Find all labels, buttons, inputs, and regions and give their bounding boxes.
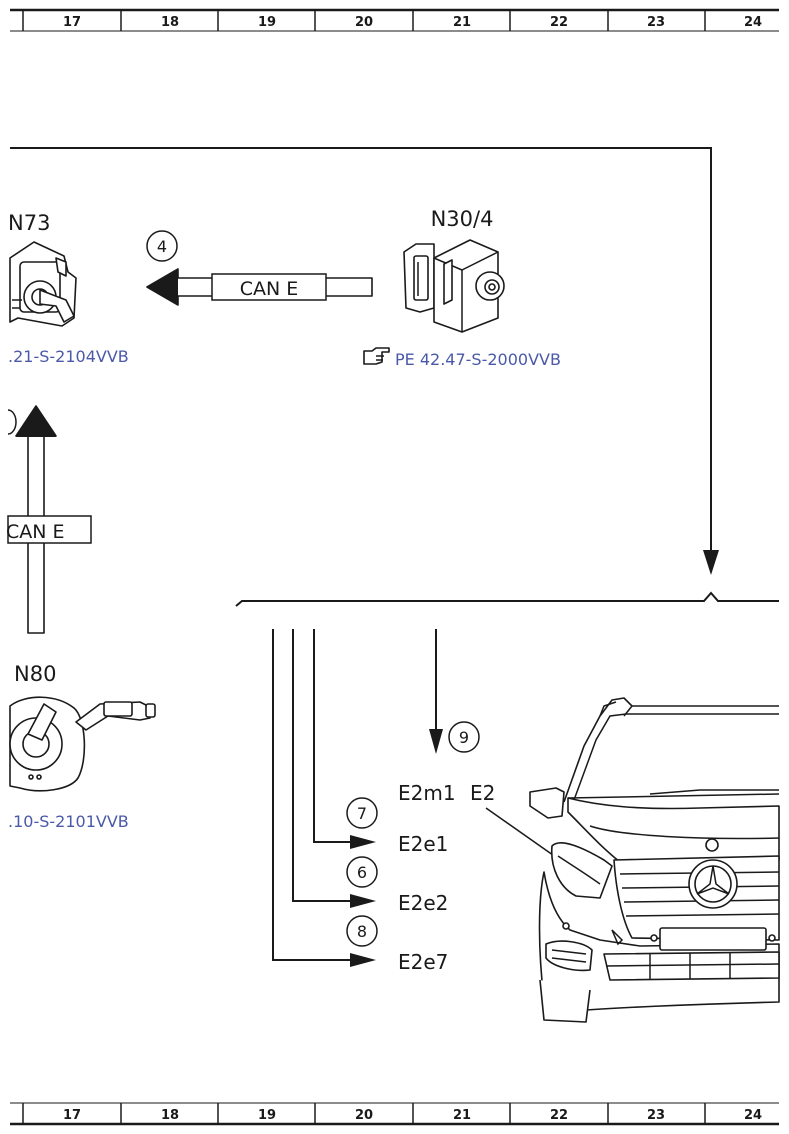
output-labels: E2m1 E2 E2e1 E2e2 E2e7 <box>398 781 561 974</box>
signal-6-number: 6 <box>357 863 367 882</box>
can-e-label-horizontal: CAN E <box>240 278 299 300</box>
e2e7-label: E2e7 <box>398 950 448 974</box>
grid-cell-24-bottom: 24 <box>744 1108 762 1123</box>
grid-cell-20-bottom: 20 <box>355 1108 373 1123</box>
signal-9-badge <box>448 721 480 753</box>
grid-cell-23: 23 <box>647 15 665 30</box>
signal-8-number: 8 <box>357 922 367 941</box>
signal-6-badge <box>346 856 378 888</box>
n73-reference[interactable]: .21-S-2104VVB <box>8 347 129 366</box>
signal-9-number: 9 <box>459 728 469 747</box>
n30-4-reference[interactable]: PE 42.47-S-2000VVB <box>395 350 561 369</box>
ignition-switch-icon <box>9 241 77 327</box>
grid-cell-17-bottom: 17 <box>63 1108 81 1123</box>
feed-line <box>10 147 719 575</box>
grid-cell-22: 22 <box>550 15 568 30</box>
grid-cell-23-bottom: 23 <box>647 1108 665 1123</box>
n80-reference[interactable]: .10-S-2101VVB <box>8 812 129 831</box>
top-grid-ruler: 17 18 19 20 21 22 23 24 <box>10 8 779 32</box>
n80-component: N80 .10-S-2101VVB <box>8 662 156 831</box>
signal-4-number: 4 <box>157 237 167 256</box>
steering-column-module-icon <box>9 696 156 792</box>
e2-label: E2 <box>470 781 495 805</box>
output-branches: 9 7 6 8 <box>272 629 480 967</box>
grid-cell-18: 18 <box>161 15 179 30</box>
n73-component: N73 .21-S-2104VVB <box>8 211 129 366</box>
grid-cell-21-bottom: 21 <box>453 1108 471 1123</box>
grid-cell-20: 20 <box>355 15 373 30</box>
control-unit-icon <box>403 239 505 333</box>
signal-4-badge <box>146 230 178 262</box>
can-e-horizontal-arrow: CAN E 4 <box>146 230 373 306</box>
can-e-label-vertical: CAN E <box>6 521 65 543</box>
n73-label: N73 <box>8 211 50 235</box>
e2e1-label: E2e1 <box>398 832 448 856</box>
e2e2-label: E2e2 <box>398 891 448 915</box>
vehicle-front-icon <box>529 697 780 1023</box>
signal-8-badge <box>346 915 378 947</box>
grid-cell-24: 24 <box>744 15 762 30</box>
n30-4-component: N30/4 PE 42.47-S-2000VVB <box>363 207 561 369</box>
signal-7-number: 7 <box>357 804 367 823</box>
partial-signal-badge <box>7 409 17 435</box>
bottom-grid-ruler: 17 18 19 20 21 22 23 24 <box>10 1102 779 1126</box>
grid-cell-17: 17 <box>63 15 81 30</box>
pointing-hand-icon <box>363 347 390 365</box>
grid-cell-18-bottom: 18 <box>161 1108 179 1123</box>
e2m1-label: E2m1 <box>398 781 456 805</box>
signal-7-badge <box>346 797 378 829</box>
can-e-vertical-arrow: CAN E <box>6 405 92 634</box>
grid-cell-21: 21 <box>453 15 471 30</box>
e2-leader-line <box>485 807 561 861</box>
grid-cell-19: 19 <box>258 15 276 30</box>
n80-label: N80 <box>14 662 56 686</box>
distribution-bus <box>235 591 779 607</box>
n30-4-label: N30/4 <box>431 207 494 231</box>
grid-cell-19-bottom: 19 <box>258 1108 276 1123</box>
grid-cell-22-bottom: 22 <box>550 1108 568 1123</box>
